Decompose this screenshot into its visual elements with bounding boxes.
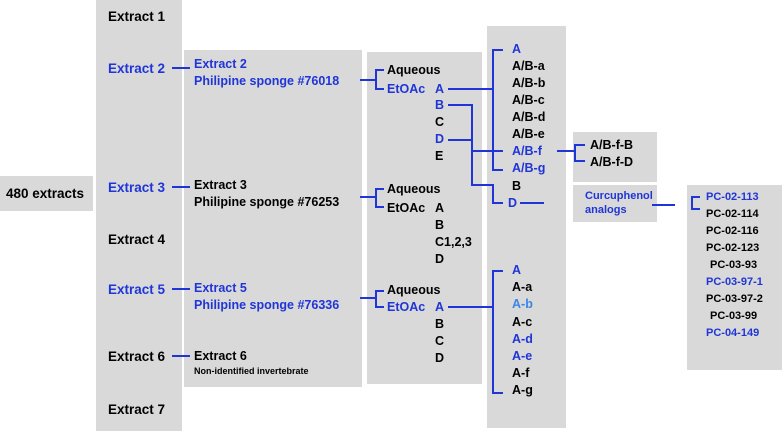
source-extract-3: Extract 3 bbox=[194, 178, 247, 192]
curcuphenol-box bbox=[573, 185, 657, 222]
compound-7: PC-03-97-2 bbox=[706, 293, 763, 305]
source-extract-6: Extract 6 bbox=[194, 349, 247, 363]
compound-2: PC-02-114 bbox=[706, 208, 759, 220]
subfractions-box bbox=[487, 26, 566, 428]
p2-fraction-b: B bbox=[435, 218, 445, 232]
p1-fraction-d: D bbox=[435, 132, 445, 146]
compounds-box bbox=[687, 185, 782, 370]
p3-fraction-d: D bbox=[435, 351, 445, 365]
extract-1: Extract 1 bbox=[108, 9, 166, 24]
abf-child-b: A/B-f-B bbox=[590, 138, 634, 152]
partitions-box bbox=[367, 52, 482, 384]
sub-ab-g: A/B-g bbox=[512, 161, 546, 175]
extract-5: Extract 5 bbox=[108, 282, 166, 297]
sources-box bbox=[184, 50, 362, 387]
p2-fraction-c123: C1,2,3 bbox=[435, 235, 472, 249]
compound-1: PC-02-113 bbox=[706, 191, 759, 203]
sub-a: A bbox=[512, 42, 522, 56]
abf-child-d: A/B-f-D bbox=[590, 155, 634, 169]
sub-b: B bbox=[512, 179, 522, 193]
source-name-3: Philipine sponge #76253 bbox=[194, 195, 340, 209]
extract-4: Extract 4 bbox=[108, 232, 166, 247]
extract-3: Extract 3 bbox=[108, 180, 166, 195]
compound-4: PC-02-123 bbox=[706, 242, 760, 254]
sub2-a-e: A-e bbox=[512, 349, 533, 363]
sub-ab-f: A/B-f bbox=[512, 144, 542, 158]
p3-fraction-b: B bbox=[435, 317, 445, 331]
root-box bbox=[0, 176, 93, 211]
p1-fraction-c: C bbox=[435, 115, 445, 129]
p3-fraction-c: C bbox=[435, 334, 445, 348]
p3-etoac: EtOAc bbox=[387, 300, 426, 314]
p2-etoac: EtOAc bbox=[387, 201, 426, 215]
p1-fraction-e: E bbox=[435, 149, 444, 163]
sub-ab-c: A/B-c bbox=[512, 93, 545, 107]
p1-aqueous: Aqueous bbox=[387, 63, 441, 77]
root-label: 480 extracts bbox=[6, 186, 85, 201]
source-name-5: Philipine sponge #76336 bbox=[194, 298, 340, 312]
compound-8: PC-03-99 bbox=[710, 310, 758, 322]
p1-fraction-b: B bbox=[435, 98, 445, 112]
extract-7: Extract 7 bbox=[108, 402, 166, 417]
extract-6: Extract 6 bbox=[108, 349, 166, 364]
source-extract-2: Extract 2 bbox=[194, 57, 247, 71]
p2-fraction-d: D bbox=[435, 252, 445, 266]
compound-3: PC-02-116 bbox=[706, 225, 759, 237]
curcuphenol-label: Curcuphenol analogs bbox=[585, 190, 653, 217]
extract-2: Extract 2 bbox=[108, 61, 166, 76]
p3-aqueous: Aqueous bbox=[387, 283, 441, 297]
compound-6: PC-03-97-1 bbox=[706, 276, 763, 288]
sub-ab-d: A/B-d bbox=[512, 110, 546, 124]
sub-d: D bbox=[508, 196, 518, 210]
sub2-a-d: A-d bbox=[512, 332, 533, 346]
source-extract-5: Extract 5 bbox=[194, 281, 247, 295]
p2-fraction-a: A bbox=[435, 201, 445, 215]
sub-ab-e: A/B-e bbox=[512, 127, 545, 141]
sub2-a-g: A-g bbox=[512, 383, 533, 397]
sub2-a-b: A-b bbox=[512, 297, 533, 311]
p2-aqueous: Aqueous bbox=[387, 182, 441, 196]
sub2-a: A bbox=[512, 263, 522, 277]
sub2-a-c: A-c bbox=[512, 315, 533, 329]
p1-etoac: EtOAc bbox=[387, 82, 426, 96]
sub-ab-a: A/B-a bbox=[512, 59, 545, 73]
abf-children-box bbox=[573, 132, 657, 182]
sub2-a-f: A-f bbox=[512, 366, 530, 380]
p1-fraction-a: A bbox=[435, 82, 445, 96]
compound-9: PC-04-149 bbox=[706, 327, 760, 339]
sub2-a-a: A-a bbox=[512, 280, 533, 294]
sub-ab-b: A/B-b bbox=[512, 76, 546, 90]
extracts-column-box bbox=[96, 0, 182, 431]
compound-5: PC-03-93 bbox=[710, 259, 758, 271]
source-name-2: Philipine sponge #76018 bbox=[194, 74, 340, 88]
source-name-6: Non-identified invertebrate bbox=[194, 366, 309, 376]
p3-fraction-a: A bbox=[435, 300, 445, 314]
